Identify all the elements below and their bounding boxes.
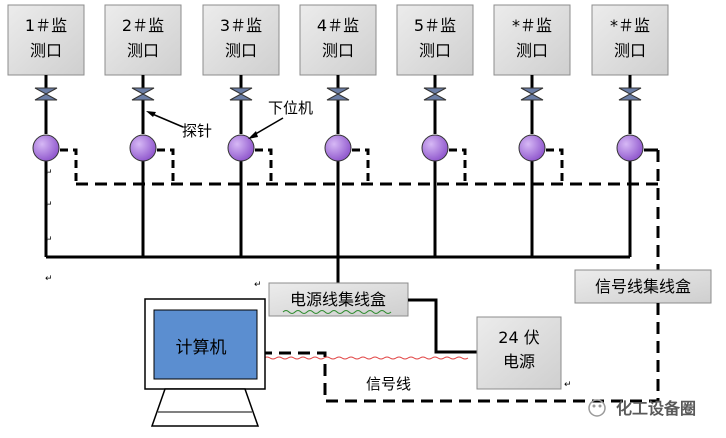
probe-node-icon <box>518 134 546 162</box>
monitor-port-2: 2＃监测口 <box>104 4 182 257</box>
monitor-port-label-line1: 5＃监 <box>414 16 456 35</box>
watermark-text: 化工设备圈 <box>616 399 696 418</box>
signal-junction-label: 信号线集线盒 <box>595 277 691 296</box>
monitor-port-5: 5＃监测口 <box>396 4 474 257</box>
monitor-port-label-line2: 测口 <box>614 41 646 60</box>
monitor-port-box <box>104 4 182 76</box>
valve-icon <box>131 87 155 101</box>
signal-connector <box>449 148 467 184</box>
paragraph-marks: ↵ ↵ ↵ ↵ ↵ ↵ <box>45 168 572 390</box>
signal-connector <box>60 148 78 184</box>
signal-connector <box>255 148 273 184</box>
monitor-port-label-line2: 测口 <box>516 41 548 60</box>
probe-node-icon <box>421 134 449 162</box>
monitor-port-box <box>202 4 280 76</box>
monitor-port-1: 1＃监测口 <box>7 4 85 257</box>
signal-junction-box: 信号线集线盒 <box>574 269 712 304</box>
monitor-port-box <box>396 4 474 76</box>
valve-icon <box>423 87 447 101</box>
monitor-port-label-line1: 3＃监 <box>220 16 262 35</box>
monitor-screen <box>153 309 258 380</box>
valve-icon <box>520 87 544 101</box>
paragraph-mark: ↵ <box>254 280 262 290</box>
probe-node-icon <box>32 134 60 162</box>
valve-icon <box>34 87 58 101</box>
monitor-port-box <box>591 4 669 76</box>
monitor-port-7: *＃监测口 <box>591 4 669 257</box>
monitor-port-6: *＃监测口 <box>493 4 571 257</box>
monitor-port-label-line1: 1＃监 <box>25 16 67 35</box>
monitor-port-box <box>299 4 377 76</box>
signal-connector <box>546 148 564 184</box>
lower-computer-label: 下位机 <box>268 99 313 117</box>
paragraph-mark: ↵ <box>564 380 572 390</box>
monitor-port-label-line1: *＃监 <box>610 16 650 35</box>
power-supply-line <box>408 298 478 354</box>
monitor-port-label-line2: 测口 <box>225 41 257 60</box>
monitor-port-label-line2: 测口 <box>30 41 62 60</box>
power-supply-label-line1: 24 伏 <box>498 328 539 347</box>
monitor-port-label-line1: 4＃监 <box>317 16 359 35</box>
paragraph-mark: ↵ <box>45 200 53 210</box>
probe-node-icon <box>324 134 352 162</box>
power-junction-box: 电源线集线盒 <box>268 282 409 317</box>
computer-label: 计算机 <box>176 338 227 358</box>
paragraph-mark: ↵ <box>45 235 53 245</box>
power-junction-label: 电源线集线盒 <box>290 290 386 309</box>
monitor-port-3: 3＃监测口 <box>202 4 280 257</box>
probe-node-icon <box>129 134 157 162</box>
probe-label: 探针 <box>182 122 212 140</box>
monitor-port-box <box>7 4 85 76</box>
signal-connector <box>352 148 370 184</box>
monitor-port-4: 4＃监测口 <box>299 4 377 257</box>
probe-arrow <box>149 112 184 128</box>
monitor-port-label-line2: 测口 <box>419 41 451 60</box>
valve-icon <box>618 87 642 101</box>
signal-line-label: 信号线 <box>366 375 411 393</box>
paragraph-mark: ↵ <box>45 274 53 284</box>
monitor-stand <box>150 388 260 427</box>
lower-computer-arrow <box>251 117 284 137</box>
monitor-port-label-line2: 测口 <box>127 41 159 60</box>
monitor-port-label-line1: *＃监 <box>512 16 552 35</box>
watermark: 化工设备圈 <box>588 399 696 418</box>
probe-node-icon <box>227 134 255 162</box>
valve-icon <box>229 87 253 101</box>
signal-return-line <box>262 303 660 403</box>
probe-node-icon <box>616 134 644 162</box>
monitor-port-label-line1: 2＃监 <box>122 16 164 35</box>
watermark-logo-icon <box>588 399 606 417</box>
power-supply-box: 24 伏 电源 <box>476 316 562 390</box>
monitor-port-label-line2: 测口 <box>322 41 354 60</box>
valve-icon <box>326 87 350 101</box>
computer: 计算机 <box>144 298 266 427</box>
signal-connector <box>157 148 175 184</box>
power-supply-label-line2: 电源 <box>503 352 535 371</box>
red-wavy-underline <box>227 356 469 360</box>
paragraph-mark: ↵ <box>45 168 53 178</box>
